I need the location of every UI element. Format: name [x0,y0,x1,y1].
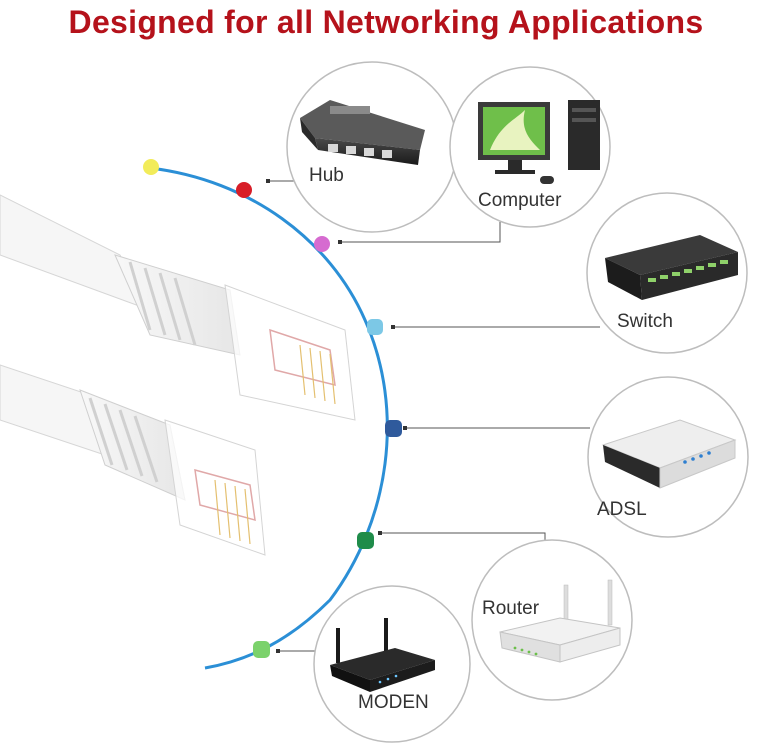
modem-dot [253,641,270,658]
computer-dot [314,236,330,252]
modem-node: MODEN [313,585,471,743]
router-dot [357,532,374,549]
modem-icon [330,618,435,692]
switch-icon [605,235,738,300]
computer-label: Computer [478,190,562,211]
hub-icon [300,100,425,165]
hub-node: Hub [286,61,458,233]
arc-start-dot [143,159,159,175]
hub-label: Hub [309,165,344,186]
switch-node: Switch [586,192,748,354]
switch-dot [367,319,383,335]
computer-icon [478,100,600,184]
computer-node: Computer [449,66,611,228]
adsl-node: ADSL [587,376,749,538]
page-title: Designed for all Networking Applications [68,4,704,40]
adsl-label: ADSL [597,499,647,520]
router-label: Router [482,598,540,619]
ethernet-cable-icon [0,194,356,556]
switch-label: Switch [617,311,673,332]
router-icon [499,579,621,663]
hub-dot [236,182,252,198]
adsl-dot [385,420,402,437]
adsl-modem-icon [601,419,737,489]
router-node: Router [471,539,633,701]
modem-label: MODEN [358,692,429,713]
